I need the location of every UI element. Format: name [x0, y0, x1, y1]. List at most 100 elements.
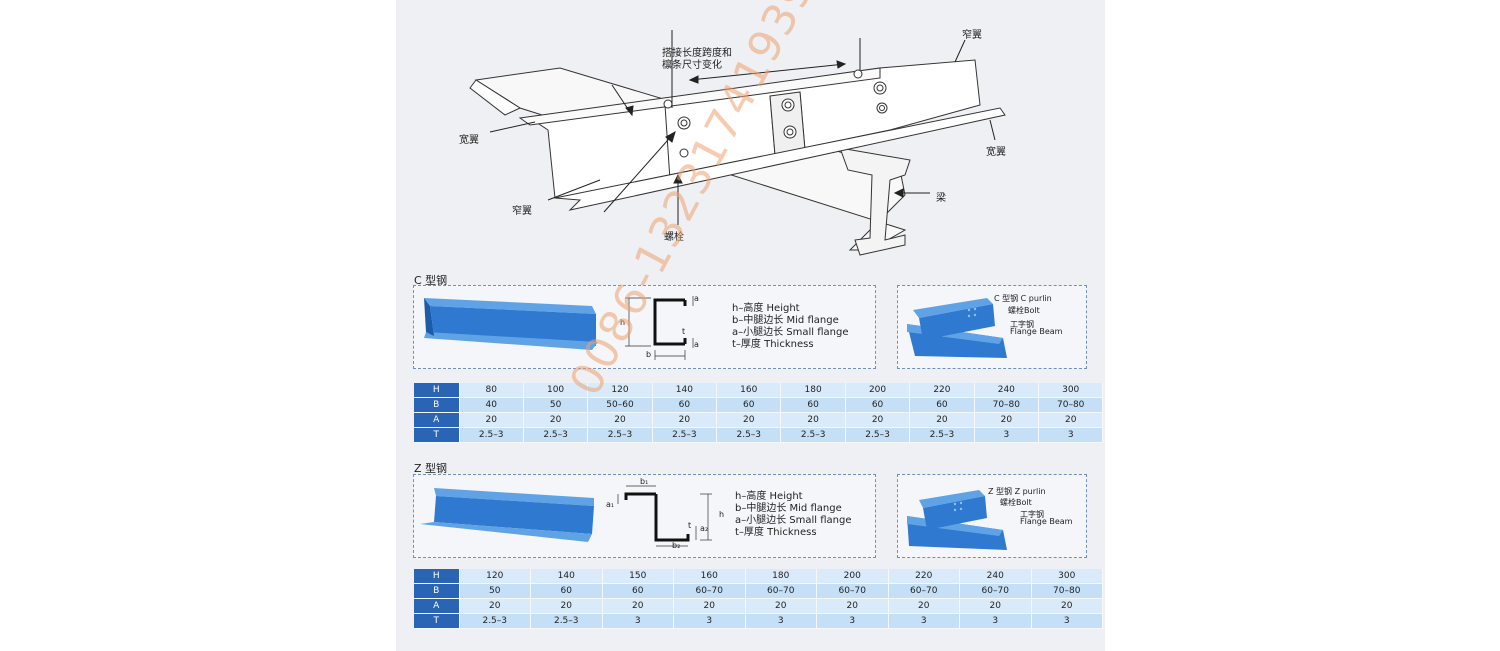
z-legend-thickness: t–厚度 Thickness	[735, 527, 817, 538]
z-table-row-header: H	[414, 569, 460, 584]
c-table-cell: 20	[652, 412, 718, 428]
z-table-cell: 60–70	[673, 583, 746, 599]
c-table-cell: 40	[459, 397, 524, 413]
c-install-beam-en-label: Flange Beam	[1010, 327, 1063, 336]
z-table-cell: 3	[959, 613, 1032, 629]
z-table-cell: 200	[816, 569, 889, 584]
z-table-cell: 60–70	[888, 583, 960, 599]
lap-note-line1: 搭接长度跨度和	[662, 48, 732, 59]
lap-note-line2: 檩条尺寸变化	[662, 60, 722, 71]
bolt-label: 螺栓	[664, 232, 684, 243]
z-table-cell: 3	[673, 613, 746, 629]
c-dim-a-bottom: a	[694, 340, 699, 349]
c-table-cell: 80	[459, 383, 524, 398]
c-table-cell: 20	[845, 412, 911, 428]
z-table-cell: 3	[888, 613, 960, 629]
z-table-cell: 50	[459, 583, 531, 599]
c-dim-t: t	[682, 327, 686, 336]
wide-flange-right-label: 宽翼	[986, 147, 1006, 158]
c-table-cell: 20	[459, 412, 524, 428]
c-table-cell: 50	[523, 397, 589, 413]
c-table-cell: 140	[652, 383, 718, 398]
c-table-cell: 60	[716, 397, 782, 413]
c-table-cell: 60	[652, 397, 718, 413]
c-legend-small-flange: a–小腿边长 Small flange	[732, 327, 849, 338]
z-table-cell: 20	[888, 598, 960, 614]
z-table-cell: 3	[602, 613, 674, 629]
purlin-lap-diagram	[469, 30, 1006, 256]
c-table-cell: 20	[974, 412, 1040, 428]
c-table-cell: 2.5–3	[716, 427, 782, 443]
z-legend-mid-flange: b–中腿边长 Mid flange	[735, 503, 842, 514]
c-table-cell: 2.5–3	[845, 427, 911, 443]
c-dim-b: b	[646, 350, 652, 359]
z-install-purlin-label: Z 型钢 Z purlin	[988, 487, 1046, 496]
c-install-purlin-label: C 型钢 C purlin	[994, 294, 1052, 303]
c-table-row-header: H	[414, 383, 460, 398]
z-table-cell: 3	[745, 613, 817, 629]
narrow-flange-bottom-label: 窄翼	[512, 206, 532, 217]
z-table-cell: 20	[530, 598, 603, 614]
c-dim-h: h	[620, 318, 626, 327]
c-table-cell: 20	[780, 412, 846, 428]
c-install-beam-cn-label: 工字钢	[1010, 320, 1034, 329]
z-table-cell: 160	[673, 569, 746, 584]
c-table-cell: 180	[780, 383, 846, 398]
c-section-dimension-drawing	[625, 296, 694, 360]
c-table-cell: 3	[974, 427, 1040, 443]
z-table-cell: 60–70	[745, 583, 817, 599]
c-table-cell: 220	[909, 383, 975, 398]
z-table-cell: 20	[816, 598, 889, 614]
c-table-cell: 240	[974, 383, 1040, 398]
z-legend-small-flange: a–小腿边长 Small flange	[735, 515, 852, 526]
z-table-cell: 2.5–3	[459, 613, 531, 629]
z-install-render-icon	[907, 490, 1007, 550]
z-table-cell: 2.5–3	[530, 613, 603, 629]
c-install-render-icon	[907, 298, 1007, 358]
c-table-cell: 2.5–3	[459, 427, 524, 443]
c-table-cell: 100	[523, 383, 589, 398]
z-table-cell: 120	[459, 569, 531, 584]
z-dim-a2: a₂	[700, 524, 709, 533]
c-table-row-header: T	[414, 427, 460, 443]
z-section-dimension-drawing	[617, 485, 712, 547]
c-table-cell: 2.5–3	[587, 427, 653, 443]
c-table-cell: 2.5–3	[780, 427, 846, 443]
z-table-cell: 20	[602, 598, 674, 614]
c-table-cell: 20	[1038, 412, 1104, 428]
z-table-cell: 220	[888, 569, 960, 584]
beam-label: 梁	[936, 193, 946, 204]
z-table-cell: 20	[1031, 598, 1103, 614]
z-table-cell: 60–70	[959, 583, 1032, 599]
z-purlin-render-icon	[420, 488, 594, 542]
c-table-cell: 2.5–3	[909, 427, 975, 443]
z-table-cell: 60	[530, 583, 603, 599]
c-legend-mid-flange: b–中腿边长 Mid flange	[732, 315, 839, 326]
z-table-cell: 180	[745, 569, 817, 584]
c-table-cell: 20	[587, 412, 653, 428]
c-table-cell: 20	[716, 412, 782, 428]
z-table-cell: 70–80	[1031, 583, 1103, 599]
z-table-cell: 20	[745, 598, 817, 614]
c-dim-a-top: a	[694, 294, 699, 303]
narrow-flange-top-label: 窄翼	[962, 30, 982, 41]
c-table-cell: 60	[909, 397, 975, 413]
c-table-cell: 120	[587, 383, 653, 398]
c-table-cell: 2.5–3	[523, 427, 589, 443]
c-table-row-header: A	[414, 412, 460, 428]
z-table-cell: 240	[959, 569, 1032, 584]
wide-flange-left-label: 宽翼	[459, 135, 479, 146]
z-table-cell: 60	[602, 583, 674, 599]
z-install-beam-cn-label: 工字钢	[1020, 510, 1044, 519]
z-table-row-header: T	[414, 613, 460, 629]
z-table-cell: 140	[530, 569, 603, 584]
z-dim-t: t	[688, 521, 692, 530]
c-purlin-render-icon	[424, 298, 598, 350]
c-table-cell: 2.5–3	[652, 427, 718, 443]
